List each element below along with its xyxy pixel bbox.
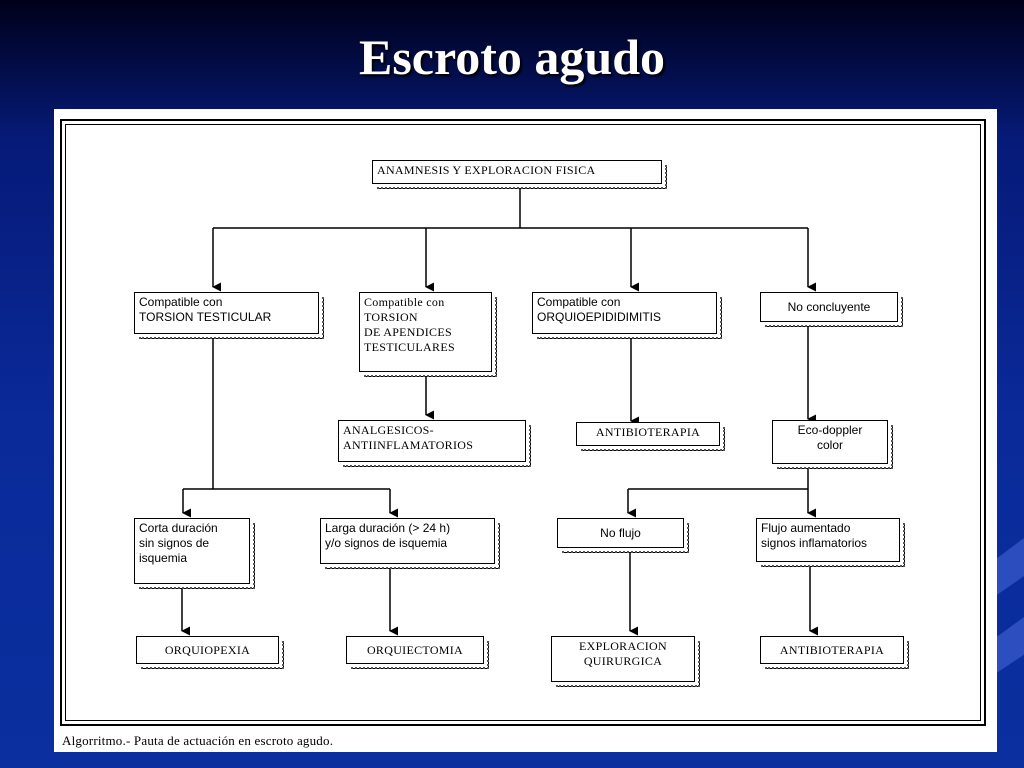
node-orquiepididimitis: Compatible con ORQUIOEPIDIDIMITIS (532, 292, 722, 339)
node-anamnesis: ANAMNESIS Y EXPLORACION FISICA (372, 160, 667, 189)
node-eco-doppler: Eco-doppler color (772, 420, 893, 469)
slide-title: Escroto agudo (358, 29, 666, 85)
node-analgesicos: ANALGESICOS- ANTIINFLAMATORIOS (338, 420, 531, 467)
flow-connectors (181, 188, 819, 636)
node-larga-duracion: Larga duración (> 24 h) y/o signos de is… (320, 518, 500, 569)
node-no-concluyente: No concluyente (760, 292, 903, 327)
node-exploracion-quirurgica: EXPLORACION QUIRURGICA (551, 636, 700, 687)
node-corta-duracion: Corta duración sin signos de isquemia (134, 518, 255, 589)
figure-caption: Algorritmo.- Pauta de actuación en escro… (62, 733, 334, 748)
node-no-flujo: No flujo (557, 518, 689, 553)
node-flujo-aumentado: Flujo aumentado signos inflamatorios (756, 518, 905, 567)
algorithm-figure: ANAMNESIS Y EXPLORACION FISICA Compatibl… (54, 109, 997, 752)
node-antibioterapia-2: ANTIBIOTERAPIA (760, 636, 909, 669)
figure-frame (60, 119, 986, 726)
node-torsion-testicular: Compatible con TORSION TESTICULAR (134, 292, 324, 339)
node-antibioterapia-1: ANTIBIOTERAPIA (576, 422, 725, 451)
node-torsion-apendices: Compatible con TORSION DE APENDICES TEST… (359, 292, 497, 377)
node-orquiopexia: ORQUIOPEXIA (136, 636, 284, 669)
node-orquiectomia: ORQUIECTOMIA (346, 636, 489, 669)
